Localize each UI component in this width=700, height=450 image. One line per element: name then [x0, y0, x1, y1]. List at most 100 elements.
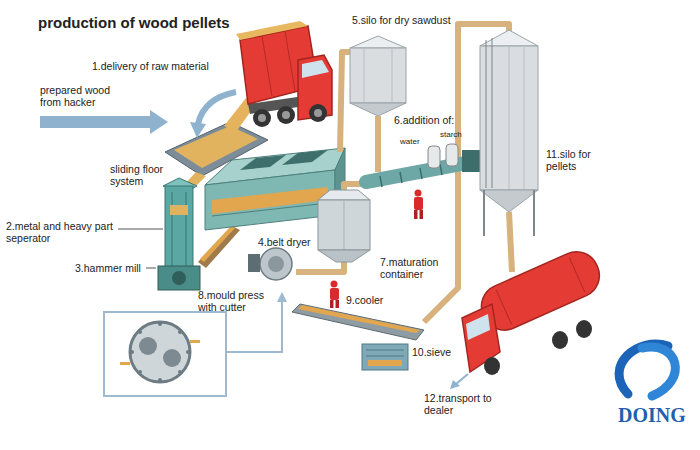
dump-truck-part: [277, 106, 295, 124]
worker-figure: [414, 190, 423, 220]
sawdust-silo: [350, 36, 406, 116]
tanker-truck-part-part: [496, 290, 511, 325]
pellet-silo-part: [480, 46, 538, 190]
worker-figure-part: [336, 300, 340, 308]
separator-column-part: [158, 266, 200, 290]
die-inset-part: [138, 330, 142, 334]
sieve-part: [362, 344, 408, 370]
inset-pointer-head: [277, 292, 287, 302]
die-inset-part: [186, 350, 190, 354]
die-inset-part: [138, 370, 142, 374]
worker-figure-part: [330, 300, 334, 308]
sawdust-silo-part: [350, 36, 406, 48]
cooler-part: [292, 304, 424, 340]
dump-truck-part: [302, 60, 329, 78]
tanker-truck-part: [484, 357, 500, 375]
pipe-part: [509, 212, 512, 272]
transport-arrowhead: [450, 380, 460, 389]
sawdust-silo-part: [364, 48, 365, 103]
pellet-press-part: [248, 254, 260, 272]
step-label: 12.transport to dealer: [424, 392, 508, 416]
cooler: [292, 304, 424, 340]
pellet-silo-part: [524, 46, 525, 190]
cooler-part: [298, 305, 420, 333]
dump-truck-part: [262, 36, 272, 96]
dump-truck-part: [314, 109, 322, 117]
dump-truck-part: [253, 109, 271, 127]
dump-truck: [236, 21, 332, 127]
belt-conveyor: [198, 226, 240, 268]
mixer-part: [440, 164, 442, 175]
die-inset-part: [130, 322, 190, 382]
dump-truck-part: [282, 111, 290, 119]
belt-dryer-part: [205, 170, 335, 230]
worker-figure-part: [414, 210, 418, 219]
dump-truck-part: [236, 21, 308, 40]
pellet-silo-part: [486, 40, 487, 188]
step-label: 5.silo for dry sawdust: [352, 14, 451, 26]
mixer-part: [400, 172, 402, 183]
step-label: 11.silo for pellets: [546, 148, 606, 172]
step-label: 7.maturation container: [380, 256, 456, 280]
belt-dryer-part: [212, 203, 328, 216]
separator-column-part: [170, 205, 188, 215]
maturation-container-part: [318, 200, 370, 250]
die-inset-part: [104, 312, 226, 396]
logo-text: DOING: [618, 404, 686, 427]
pellet-silo-part: [480, 30, 538, 46]
additive-label: water: [400, 137, 420, 146]
step-label: 1.delivery of raw material: [92, 60, 209, 72]
sawdust-silo-part: [350, 48, 406, 103]
pipe-part: [296, 262, 344, 272]
pellet-press: [248, 248, 292, 280]
worker-figure-part: [331, 281, 338, 288]
sieve-part: [366, 356, 404, 357]
leader-line: [118, 229, 163, 230]
step-label: 9.cooler: [346, 294, 383, 306]
worker-figure-part: [414, 197, 423, 210]
die-inset-part: [158, 378, 162, 382]
tanker-truck-part-part: [569, 257, 584, 292]
pellet-silo-part: [492, 38, 493, 188]
pellet-silo-part: [480, 190, 538, 212]
tanker-truck: [462, 245, 606, 375]
delivery-arrow: [198, 92, 236, 124]
separator-column: [158, 178, 200, 290]
die-inset-part: [139, 337, 157, 355]
pellet-press-part: [260, 248, 292, 280]
step-label: 2.metal and heavy part seperator: [6, 220, 132, 244]
belt-conveyor-part: [200, 226, 235, 262]
dump-truck-part: [258, 114, 266, 122]
step-label: 8.mould press with cutter: [198, 289, 278, 313]
pipe-part: [375, 116, 381, 172]
step-label: 3.hammer mill: [75, 262, 141, 274]
die-inset-part: [163, 349, 181, 367]
transport-arrow: [456, 374, 468, 384]
mixer-part: [446, 144, 458, 166]
company-logo-part: [642, 347, 675, 396]
pellet-silo-part: [483, 190, 485, 236]
sieve-part: [366, 350, 404, 351]
die-inset: [104, 312, 226, 396]
input-label: prepared wood from hacker: [40, 84, 122, 108]
separator-column-part: [172, 271, 186, 285]
tanker-truck-part: [552, 331, 568, 349]
die-inset-part: [178, 330, 182, 334]
worker-figure-part: [330, 288, 339, 300]
separator-column-part: [186, 192, 187, 266]
part-label: sliding floor system: [110, 163, 176, 187]
maturation-container-part: [318, 190, 370, 200]
die-inset-part: [178, 370, 182, 374]
additive-label: starch: [440, 130, 462, 139]
dump-truck-part: [285, 31, 295, 91]
step-label: 6.addition of:: [394, 114, 454, 126]
maturation-container: [318, 190, 370, 262]
tanker-truck-part: [466, 314, 490, 340]
mixer-part: [420, 168, 422, 179]
mixer-part: [428, 146, 440, 168]
separator-column-part: [165, 186, 193, 270]
company-logo: [619, 344, 675, 396]
worker-figure-part: [415, 190, 422, 197]
mixer-part: [462, 150, 480, 172]
